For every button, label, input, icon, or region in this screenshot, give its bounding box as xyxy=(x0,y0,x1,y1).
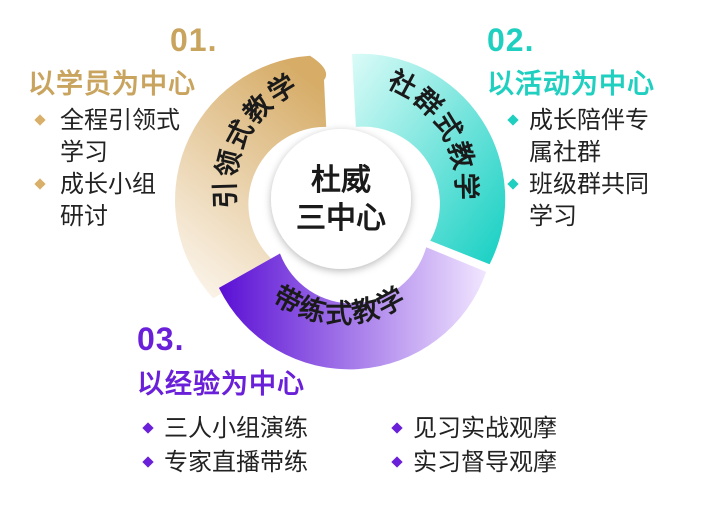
segment-community xyxy=(352,53,506,265)
section-2-number: 02. xyxy=(487,22,535,58)
diamond-bullet-icon xyxy=(34,114,46,126)
diamond-bullet-icon xyxy=(507,178,519,190)
section-2-item-2: 班级群共同 学习 xyxy=(507,168,649,232)
section-3-item-1: 三人小组演练 xyxy=(142,412,308,444)
section-1-number: 01. xyxy=(170,22,218,58)
section-1-item-2: 成长小组 研讨 xyxy=(34,168,156,232)
diamond-bullet-icon xyxy=(142,456,154,468)
section-3-item-4: 实习督导观摩 xyxy=(391,446,557,478)
segment-coaching xyxy=(218,247,487,370)
diamond-bullet-icon xyxy=(34,178,46,190)
segment-guided xyxy=(175,55,327,299)
section-3-item-2: 专家直播带练 xyxy=(142,446,308,478)
section-2-item-1: 成长陪伴专 属社群 xyxy=(507,104,649,168)
section-2-title: 以活动为中心 xyxy=(487,69,655,100)
center-line-2: 三中心 xyxy=(296,201,386,236)
diamond-bullet-icon xyxy=(391,456,403,468)
section-1-title: 以学员为中心 xyxy=(28,69,196,100)
section-3-item-3: 见习实战观摩 xyxy=(391,412,557,444)
diamond-bullet-icon xyxy=(142,422,154,434)
diamond-bullet-icon xyxy=(507,114,519,126)
center-line-1: 杜威 xyxy=(311,163,371,198)
section-3-title: 以经验为中心 xyxy=(137,369,305,400)
diamond-bullet-icon xyxy=(391,422,403,434)
section-3-number: 03. xyxy=(137,321,185,357)
section-1-item-1: 全程引领式 学习 xyxy=(34,104,180,168)
center-circle xyxy=(271,129,411,269)
